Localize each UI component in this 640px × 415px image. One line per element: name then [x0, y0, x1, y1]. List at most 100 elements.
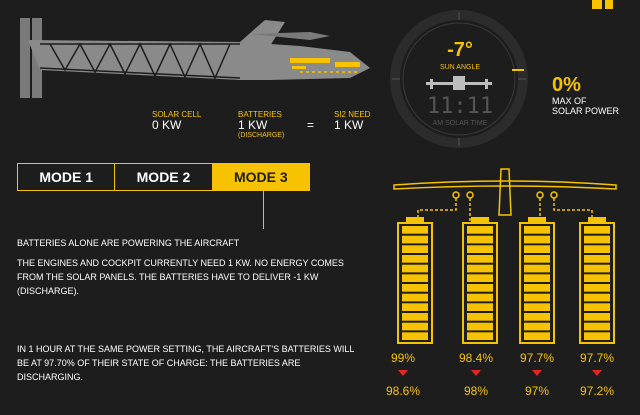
battery-cell [402, 332, 428, 340]
battery-body [579, 222, 615, 344]
mode-tabs: MODE 1 MODE 2 MODE 3 [17, 163, 310, 191]
battery-body [519, 222, 555, 344]
battery-cell [524, 274, 550, 282]
batteries-label: BATTERIES [238, 110, 282, 119]
battery-cap [588, 217, 606, 222]
description-paragraph-1: THE ENGINES AND COCKPIT CURRENTLY NEED 1… [17, 258, 344, 296]
battery-cell [402, 293, 428, 302]
mode-connector-line [263, 191, 264, 229]
battery-cell [524, 245, 550, 253]
triangle-down-icon [532, 370, 542, 376]
solar-time-value: 11:11 [426, 94, 494, 119]
batteries-readout: BATTERIES 1 KW (DISCHARGE) [238, 110, 284, 139]
batteries-sub: (DISCHARGE) [238, 132, 285, 139]
battery-cell [467, 284, 493, 292]
battery-cell [584, 293, 610, 302]
battery-cell [467, 322, 493, 331]
battery-cell [402, 284, 428, 292]
battery-cell [524, 226, 550, 234]
battery-cell [584, 245, 610, 253]
battery-cell [402, 255, 428, 263]
solar-cell-label: SOLAR CELL [152, 110, 202, 119]
battery-cell [467, 332, 493, 340]
battery-2-projected: 98% [463, 384, 489, 398]
solar-power-caption: MAX OF SOLAR POWER [552, 96, 619, 116]
battery-cell [467, 303, 493, 311]
battery-2-current: 98.4% [458, 351, 494, 365]
sun-dial [390, 10, 528, 148]
equals-sign: = [307, 118, 315, 132]
battery-cell [584, 226, 610, 234]
battery-cell [584, 284, 610, 292]
sun-angle-label: SUN ANGLE [439, 64, 481, 71]
solar-power-label-1: MAX OF [552, 96, 587, 106]
battery-cell [524, 332, 550, 340]
battery-cell [402, 264, 428, 273]
battery-stacks [397, 217, 615, 344]
solar-cell-value: 0 KW [152, 118, 182, 132]
aircraft-illustration [20, 18, 370, 98]
battery-body [397, 222, 433, 344]
battery-cell [524, 255, 550, 263]
battery-cell [584, 303, 610, 311]
battery-cell [467, 313, 493, 321]
tab-mode-3[interactable]: MODE 3 [212, 164, 309, 190]
tab-mode-2[interactable]: MODE 2 [115, 164, 213, 190]
need-readout: SI2 NEED 1 KW [334, 110, 370, 132]
battery-cell [467, 293, 493, 302]
battery-cell [584, 332, 610, 340]
battery-cap [471, 217, 489, 222]
engine-icons [452, 191, 558, 199]
battery-cell [584, 313, 610, 321]
mini-aircraft-icon [426, 76, 492, 90]
battery-cell [584, 264, 610, 273]
battery-cell [584, 274, 610, 282]
battery-3-projected: 97% [524, 384, 550, 398]
battery-cell [467, 226, 493, 234]
battery-cell [524, 264, 550, 273]
battery-cell [584, 235, 610, 244]
battery-cell [402, 322, 428, 331]
description-heading: BATTERIES ALONE ARE POWERING THE AIRCRAF… [17, 238, 240, 248]
battery-cell [467, 235, 493, 244]
solar-time-label: AM SOLAR TIME [432, 120, 488, 127]
triangle-down-icon [398, 370, 408, 376]
battery-body [462, 222, 498, 344]
battery-cell [467, 274, 493, 282]
solar-power-label-2: SOLAR POWER [552, 106, 620, 116]
description-paragraph-2: IN 1 HOUR AT THE SAME POWER SETTING, THE… [17, 344, 355, 382]
battery-1-current: 99% [390, 351, 416, 365]
dial-ticks [392, 12, 526, 146]
battery-cell [402, 303, 428, 311]
battery-4-projected: 97.2% [579, 384, 615, 398]
battery-cell [584, 255, 610, 263]
battery-4-current: 97.7% [579, 351, 615, 365]
sun-angle-value: -7° [447, 39, 473, 61]
batteries-value: 1 KW [238, 118, 268, 132]
corner-button-1[interactable] [592, 0, 602, 9]
corner-button-2[interactable] [605, 0, 613, 9]
tab-mode-1[interactable]: MODE 1 [18, 164, 116, 190]
battery-cell [524, 303, 550, 311]
battery-cell [524, 235, 550, 244]
battery-3-current: 97.7% [519, 351, 555, 365]
solar-cell-readout: SOLAR CELL 0 KW [152, 110, 201, 132]
battery-cell [467, 255, 493, 263]
battery-cell [402, 235, 428, 244]
solar-power-percent: 0% [552, 74, 581, 96]
truss-lattice [39, 42, 241, 80]
battery-cell [584, 322, 610, 331]
battery-1-projected: 98.6% [385, 384, 421, 398]
battery-cell [467, 245, 493, 253]
battery-cell [402, 274, 428, 282]
battery-cell [467, 264, 493, 273]
need-label: SI2 NEED [334, 110, 371, 119]
triangle-down-icon [592, 370, 602, 376]
battery-cell [524, 313, 550, 321]
triangle-down-icon [471, 370, 481, 376]
battery-cell [524, 293, 550, 302]
battery-cell [402, 226, 428, 234]
need-value: 1 KW [334, 118, 364, 132]
battery-cell [524, 322, 550, 331]
battery-cap [406, 217, 424, 222]
